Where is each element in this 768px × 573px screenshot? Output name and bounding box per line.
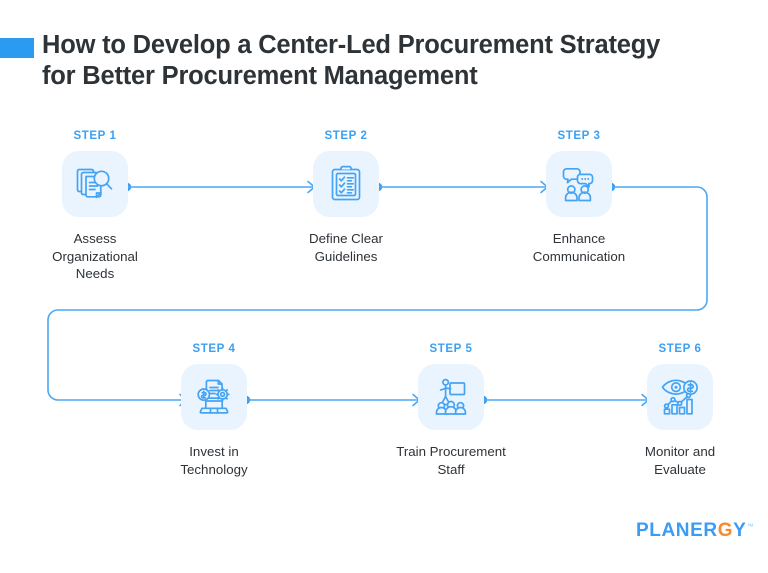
step-1-title-line-2: Organizational (52, 248, 138, 264)
step-node-1: STEP 1 Assess Organizational Needs (0, 130, 190, 283)
step-node-2: STEP 2 Define Clear Guidelines (251, 130, 441, 265)
step-node-5: STEP 5 (356, 343, 546, 478)
title-line-1: How to Develop a Center-Led Procurement … (42, 31, 661, 59)
step-1-icon-box (62, 151, 128, 217)
step-3-title-line-1: Enhance (552, 231, 606, 246)
step-5-title-line-1: Train Procurement (396, 444, 506, 459)
step-6-title: Monitor and Evaluate (585, 443, 768, 478)
step-4-title-line-2: Technology (180, 461, 248, 477)
logo-accent-letter: G (717, 520, 734, 541)
step-6-title-line-1: Monitor and (644, 444, 716, 459)
people-speech-bubbles-icon (562, 167, 594, 202)
title-text: How to Develop a Center-Led Procurement … (42, 30, 742, 92)
step-2-title: Define Clear Guidelines (251, 230, 441, 265)
step-1-label: STEP 1 (73, 130, 117, 142)
logo-text-before: PLANER (636, 520, 718, 541)
title-marker-square (0, 38, 34, 58)
step-4-icon-box (181, 364, 247, 430)
step-1-title-line-1: Assess (73, 231, 117, 246)
logo-trademark: ™ (746, 523, 754, 531)
planergy-logo: PLANERGY™ (636, 520, 754, 542)
title-line-2: for Better Procurement Management (42, 62, 478, 90)
step-2-label: STEP 2 (324, 130, 368, 142)
step-2-icon-box (313, 151, 379, 217)
step-4-title-line-1: Invest in (189, 444, 239, 459)
step-node-3: STEP 3 Enhance Communication (484, 130, 674, 265)
step-2-title-line-2: Guidelines (314, 248, 378, 264)
eye-dollar-barchart-icon (661, 379, 698, 415)
step-1-title-line-3: Needs (75, 266, 115, 281)
step-node-4: STEP 4 Invest in Tec (119, 343, 309, 478)
step-1-title: Assess Organizational Needs (0, 230, 190, 283)
step-4-title: Invest in Technology (119, 443, 309, 478)
step-5-title-line-2: Staff (437, 461, 465, 477)
documents-magnifier-icon (76, 168, 113, 199)
clipboard-checklist-icon (331, 165, 361, 201)
step-3-icon-box (546, 151, 612, 217)
step-6-title-line-2: Evaluate (654, 461, 706, 477)
step-6-icon-box (647, 364, 713, 430)
presenter-audience-icon (435, 378, 467, 415)
step-3-label: STEP 3 (557, 130, 601, 142)
laptop-document-gear-icon (197, 379, 230, 414)
step-4-label: STEP 4 (192, 343, 236, 355)
step-6-label: STEP 6 (658, 343, 702, 355)
step-3-title-line-2: Communication (532, 248, 626, 264)
step-2-title-line-1: Define Clear (309, 231, 383, 246)
step-node-6: STEP 6 (585, 343, 768, 478)
page-title: How to Develop a Center-Led Procurement … (0, 30, 760, 110)
step-3-title: Enhance Communication (484, 230, 674, 265)
step-5-icon-box (418, 364, 484, 430)
logo-text-after: Y (733, 520, 747, 541)
step-5-label: STEP 5 (429, 343, 473, 355)
step-5-title: Train Procurement Staff (356, 443, 546, 478)
